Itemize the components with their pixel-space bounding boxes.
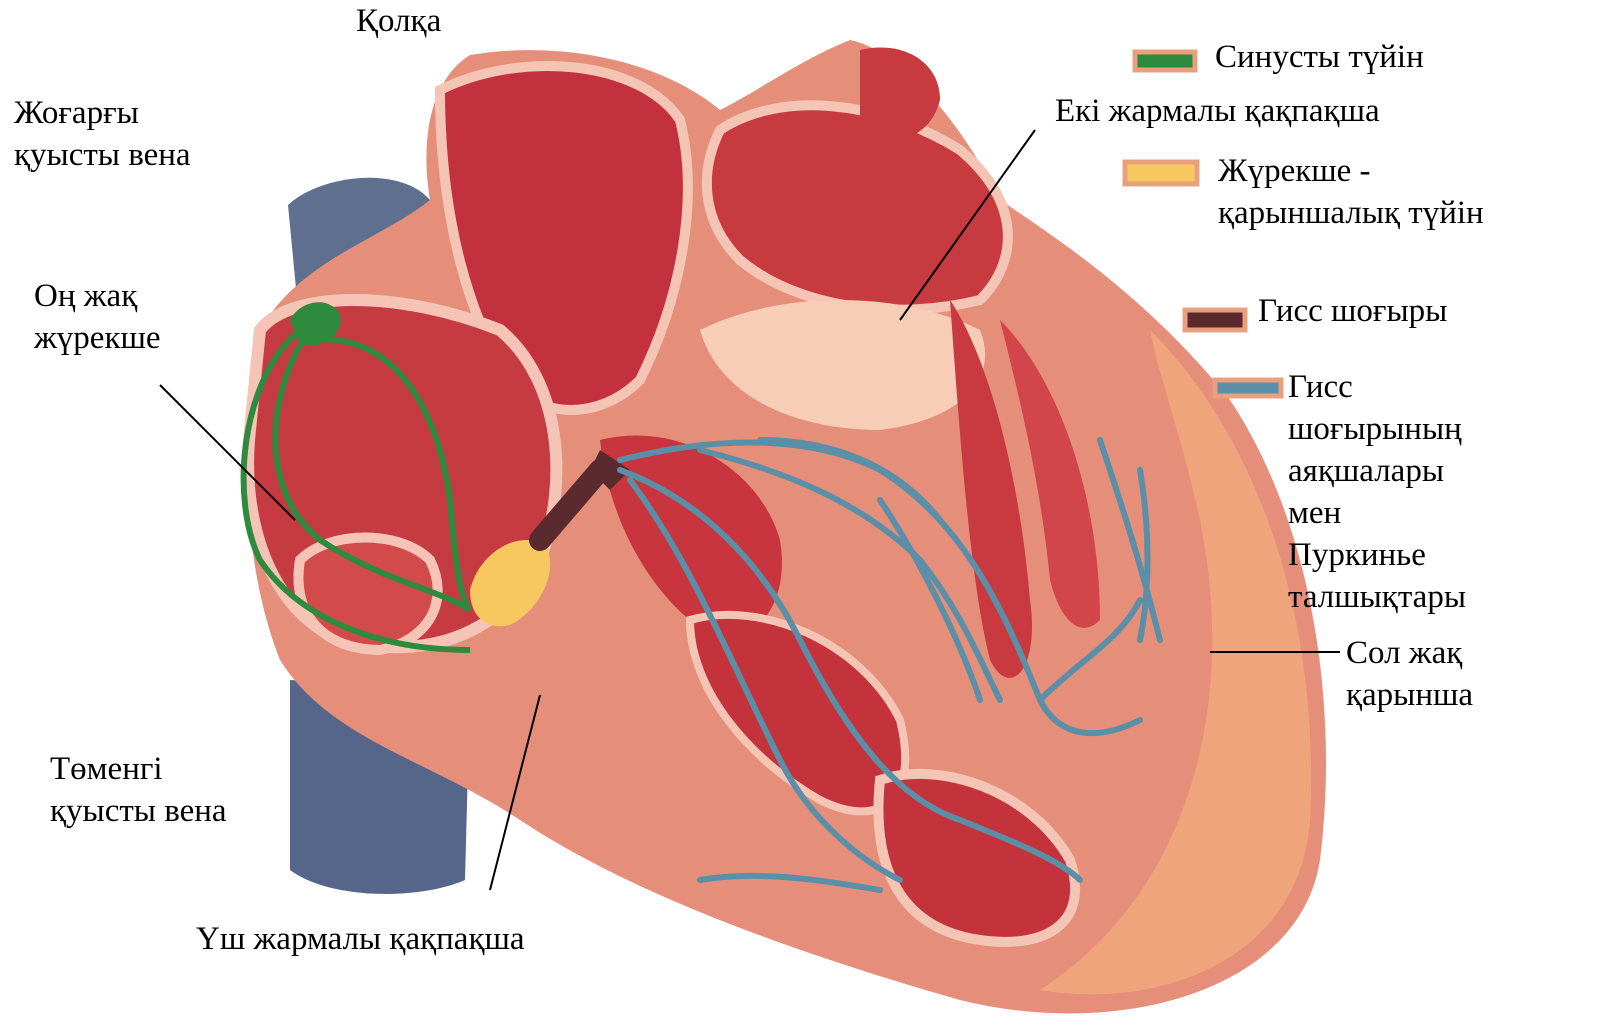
legend-label-purkinje-4: мен — [1288, 492, 1341, 534]
label-right-atrium-1: Оң жақ — [34, 275, 137, 317]
label-inferior-vena-cava-1: Төменгі — [50, 748, 163, 790]
label-left-ventricle-1: Сол жақ — [1346, 632, 1462, 674]
legend-swatch-bundle-of-his — [1185, 310, 1245, 330]
legend-label-purkinje-3: аяқшалары — [1288, 450, 1444, 492]
legend-label-sinus-node: Синусты түйін — [1215, 36, 1424, 78]
label-right-atrium-2: жүрекше — [34, 317, 161, 359]
legend-label-purkinje-1: Гисс — [1288, 366, 1353, 408]
legend-swatch-purkinje — [1215, 380, 1281, 396]
legend-label-bundle-of-his: Гисс шоғыры — [1258, 290, 1447, 332]
label-aorta: Қолқа — [356, 0, 441, 42]
legend-swatch-sinus-node — [1135, 52, 1195, 70]
legend-label-purkinje-5: Пуркинье — [1288, 534, 1426, 576]
legend-swatch-av-node — [1125, 162, 1197, 184]
legend-label-purkinje-2: шоғырының — [1288, 408, 1462, 450]
label-superior-vena-cava-2: қуысты вена — [14, 134, 191, 176]
legend-label-purkinje-6: талшықтары — [1288, 576, 1466, 618]
label-inferior-vena-cava-2: қуысты вена — [50, 790, 227, 832]
legend-label-av-node-2: қарыншалық түйін — [1218, 192, 1484, 234]
legend-label-av-node-1: Жүрекше - — [1218, 150, 1371, 192]
label-superior-vena-cava-1: Жоғарғы — [14, 92, 139, 134]
label-tricuspid-valve: Үш жармалы қақпақша — [196, 918, 525, 960]
label-mitral-valve: Екі жармалы қақпақша — [1055, 90, 1380, 132]
label-left-ventricle-2: қарынша — [1346, 674, 1473, 716]
